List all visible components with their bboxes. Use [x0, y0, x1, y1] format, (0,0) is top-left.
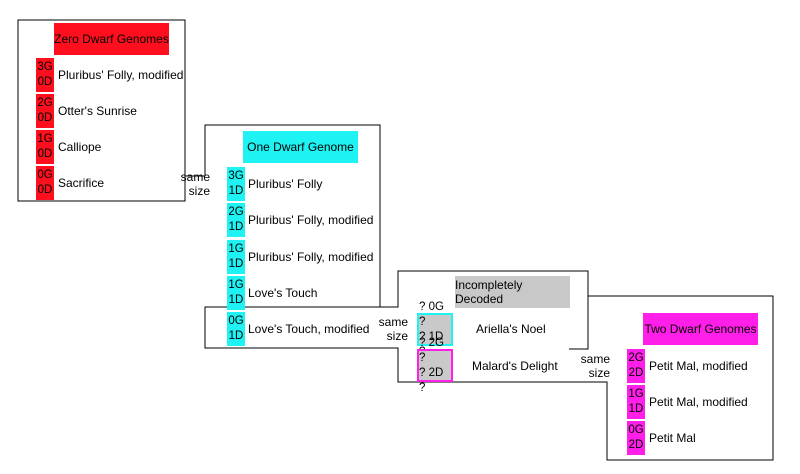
- variant-name: Sacrifice: [58, 176, 105, 190]
- variant-name: Malard's Delight: [472, 359, 558, 373]
- variant-name: Love's Touch: [248, 286, 318, 300]
- variant-name: Ariella's Noel: [476, 322, 546, 336]
- title-zero-dwarf-genomes: Zero Dwarf Genomes: [54, 23, 169, 55]
- title-two-dwarf-genomes: Two Dwarf Genomes: [643, 313, 758, 345]
- variant-name: Otter's Sunrise: [58, 104, 137, 118]
- variant-name: Pluribus' Folly, modified: [248, 213, 374, 227]
- same-size-connector: same size: [374, 315, 408, 343]
- same-size-connector: same size: [576, 352, 610, 380]
- variant-name: Petit Mal: [649, 431, 696, 445]
- genome-badge-uncertain: ? 2G ?? 2D ?: [417, 337, 453, 394]
- variant-name: Pluribus' Folly: [248, 177, 323, 191]
- connector-line2: size: [588, 366, 610, 380]
- connector-line1: same: [580, 352, 610, 366]
- connector-line2: size: [188, 184, 210, 198]
- title-one-dwarf-genome: One Dwarf Genome: [243, 131, 358, 163]
- connector-line1: same: [180, 170, 210, 184]
- variant-name: Petit Mal, modified: [649, 395, 748, 409]
- connector-line1: same: [378, 315, 408, 329]
- same-size-connector: same size: [176, 170, 210, 198]
- title-incompletely-decoded: Incompletely Decoded: [455, 276, 570, 308]
- variant-name: Pluribus' Folly, modified: [58, 68, 184, 82]
- connector-line2: size: [386, 329, 408, 343]
- variant-name: Calliope: [58, 140, 102, 154]
- variant-name: Love's Touch, modified: [248, 322, 370, 336]
- variant-name: Pluribus' Folly, modified: [248, 250, 374, 264]
- variant-name: Petit Mal, modified: [649, 359, 748, 373]
